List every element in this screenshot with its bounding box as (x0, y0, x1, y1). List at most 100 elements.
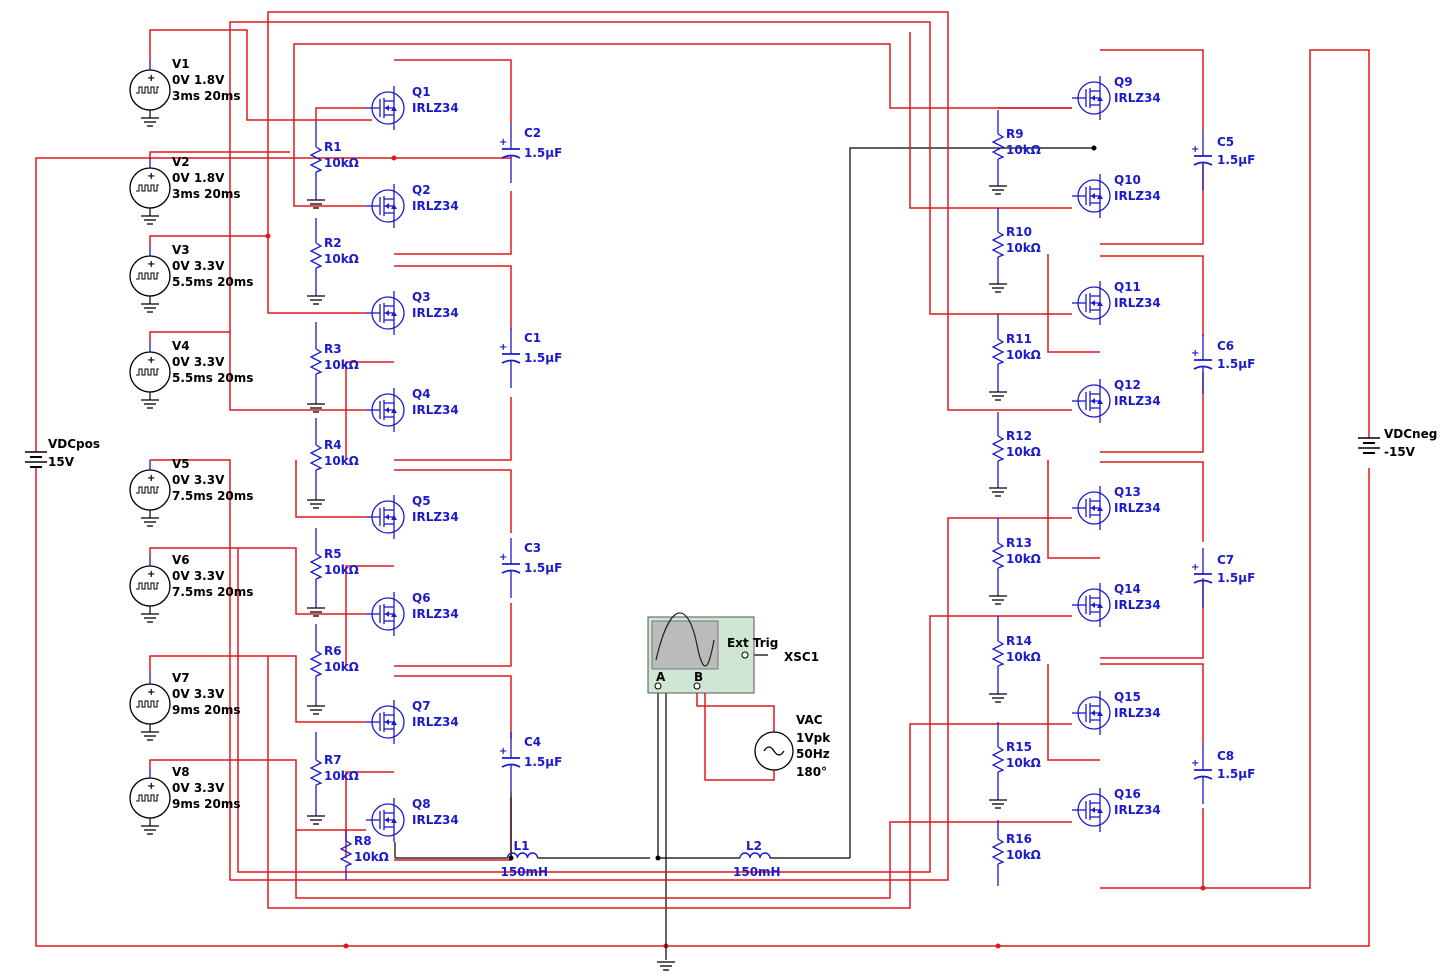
pulse-source-v8[interactable]: + (129, 768, 171, 835)
wire (149, 29, 372, 121)
resistor-zigzag (991, 746, 1005, 773)
cap-name: C3 (524, 541, 541, 555)
capacitor-c3[interactable]: + (499, 538, 521, 598)
resistor-r8[interactable] (339, 830, 353, 880)
pulse-source-v4[interactable]: + (129, 342, 171, 409)
pulse-source-v3[interactable]: + (129, 246, 171, 313)
resistor-r10[interactable] (989, 208, 1007, 293)
mosfet-q2[interactable] (366, 184, 405, 228)
mosfet-type: IRLZ34 (412, 403, 459, 417)
mosfet-q15[interactable] (1072, 691, 1111, 735)
supply-name: VDCneg (1384, 427, 1437, 441)
wire (704, 689, 775, 781)
resistor-zigzag (309, 242, 323, 269)
mosfet-q9[interactable] (1072, 76, 1111, 120)
resistor-r15[interactable] (989, 722, 1007, 809)
pulse-source-v7[interactable]: + (129, 674, 171, 741)
mosfet-diode-icon (1097, 506, 1103, 511)
wire (345, 361, 394, 460)
battery-vdcpos[interactable] (25, 451, 47, 468)
capacitor-c8[interactable]: + (1191, 744, 1213, 804)
inductor-l2[interactable] (660, 852, 850, 859)
mosfet-q7[interactable] (366, 700, 405, 744)
pulse-source-v2[interactable]: + (129, 158, 171, 225)
mosfet-q8[interactable] (366, 798, 405, 842)
wire (149, 21, 1072, 342)
mosfet-q3[interactable] (366, 291, 405, 335)
capacitor-c4[interactable]: + (499, 732, 521, 792)
resistor-value: 10kΩ (1006, 348, 1041, 362)
mosfet-arrow-icon (385, 611, 389, 617)
mosfet-diode-icon (1097, 603, 1103, 608)
capacitor-c1[interactable]: + (499, 328, 521, 388)
pulse-source-v5[interactable]: + (129, 460, 171, 527)
wire (394, 397, 512, 461)
resistor-zigzag (309, 759, 323, 786)
cap-name: C4 (524, 735, 541, 749)
mosfet-name: Q3 (412, 290, 431, 304)
mosfet-q13[interactable] (1072, 486, 1111, 530)
resistor-r7[interactable] (307, 732, 325, 825)
wire (229, 332, 366, 411)
mosfet-q11[interactable] (1072, 281, 1111, 325)
resistor-r2[interactable] (307, 218, 325, 305)
source-level: 0V 1.8V (172, 73, 225, 87)
resistor-r16[interactable] (991, 820, 1005, 886)
mosfet-q1[interactable] (366, 86, 405, 130)
cap-value: 1.5µF (1217, 153, 1255, 167)
mosfet-q5[interactable] (366, 495, 405, 539)
sine-wave-icon (763, 746, 785, 756)
source-name: V4 (172, 339, 190, 353)
mosfet-diode-icon (391, 515, 397, 520)
capacitor-c2[interactable]: + (499, 123, 521, 183)
capacitor-c7[interactable]: + (1191, 548, 1213, 608)
resistor-r3[interactable] (307, 322, 325, 413)
mosfet-arrow-icon (385, 105, 389, 111)
resistor-r6[interactable] (307, 624, 325, 715)
cap-plate-curved (501, 359, 521, 364)
mosfet-q12[interactable] (1072, 379, 1111, 423)
mosfet-diode-icon (391, 204, 397, 209)
mosfet-q10[interactable] (1072, 174, 1111, 218)
mosfet-q16[interactable] (1072, 788, 1111, 832)
resistor-value: 10kΩ (1006, 848, 1041, 862)
ac-source-vac[interactable] (754, 731, 794, 771)
cap-value: 1.5µF (524, 146, 562, 160)
vac-phase: 180° (796, 765, 827, 779)
battery-vdcneg[interactable] (1358, 437, 1380, 454)
inductor-l1[interactable] (395, 852, 650, 859)
resistor-r5[interactable] (307, 528, 325, 617)
resistor-r4[interactable] (307, 418, 325, 509)
resistor-r9[interactable] (989, 110, 1007, 195)
resistor-name: R2 (324, 236, 342, 250)
mosfet-name: Q7 (412, 699, 431, 713)
pulse-source-v6[interactable]: + (129, 556, 171, 623)
mosfet-type: IRLZ34 (412, 101, 459, 115)
resistor-r12[interactable] (989, 412, 1007, 497)
oscilloscope-xsc1[interactable] (647, 612, 755, 694)
resistor-r11[interactable] (989, 314, 1007, 401)
wire (149, 151, 290, 158)
mosfet-q6[interactable] (366, 592, 405, 636)
wire (149, 655, 366, 723)
mosfet-q14[interactable] (1072, 583, 1111, 627)
capacitor-c6[interactable]: + (1191, 334, 1213, 394)
junction-dot (391, 155, 397, 161)
resistor-r14[interactable] (989, 616, 1007, 703)
resistor-name: R12 (1006, 429, 1032, 443)
mosfet-type: IRLZ34 (412, 510, 459, 524)
wire (295, 821, 1072, 899)
mosfet-q4[interactable] (366, 388, 405, 432)
capacitor-c5[interactable]: + (1191, 130, 1213, 190)
pulse-waveform-icon (136, 582, 159, 590)
cap-name: C5 (1217, 135, 1234, 149)
junction-dot (655, 855, 661, 861)
mosfet-name: Q10 (1114, 173, 1141, 187)
pulse-source-v1[interactable]: + (129, 60, 171, 127)
resistor-r1[interactable] (307, 122, 325, 209)
mosfet-name: Q8 (412, 797, 431, 811)
resistor-r13[interactable] (989, 518, 1007, 605)
plus-sign: + (147, 259, 155, 270)
mosfet-arrow-icon (385, 310, 389, 316)
wire (267, 656, 1072, 909)
